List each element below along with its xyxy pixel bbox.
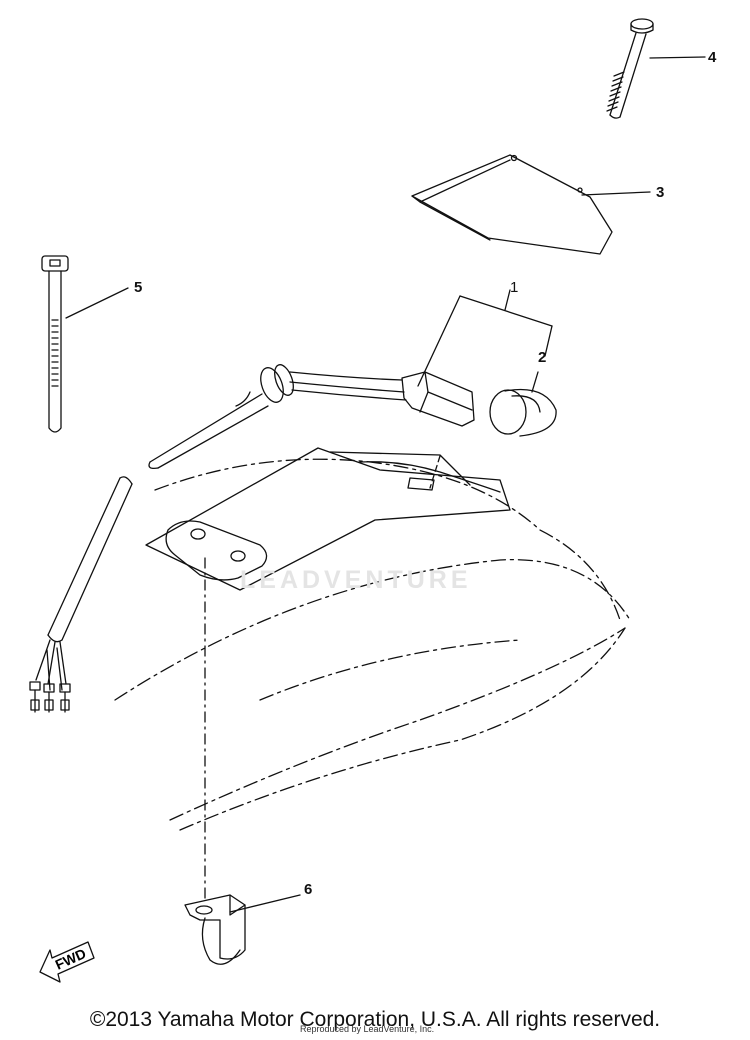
callout-number-4: 4 [708,49,717,66]
fwd-label: FWD [53,945,89,973]
leader-line-2 [531,371,539,393]
forward-arrow-icon [39,941,95,983]
leader-line-4 [649,56,706,59]
copyright-notice: ©2013 Yamaha Motor Corporation, U.S.A. A… [89,1008,661,1031]
clamp-part-6 [184,894,246,965]
hull-outline [114,458,631,831]
callout-number-3: 3 [656,184,665,201]
callout-number-2: 2 [538,349,547,366]
cable-tie-part-5 [41,255,69,433]
watermark-text: LEADVENTURE [240,566,472,594]
leader-line-5 [65,287,129,319]
leader-line-3 [581,191,651,196]
plate-part-3 [411,154,613,255]
callout-number-6: 6 [304,881,313,898]
sensor-part-1 [148,364,475,470]
cap-part-2 [489,388,557,437]
bolt-part-4 [606,18,654,119]
callout-number-5: 5 [134,279,143,296]
leader-bracket-1 [417,289,553,387]
mounting-plate [145,447,511,591]
sensor-axis-line [429,455,441,489]
callout-number-1: 1 [510,279,519,296]
wire-harness-end [29,476,133,713]
reproduced-note: Reproduced by LeadVenture, Inc. [300,1024,435,1034]
leader-line-6 [229,894,301,913]
